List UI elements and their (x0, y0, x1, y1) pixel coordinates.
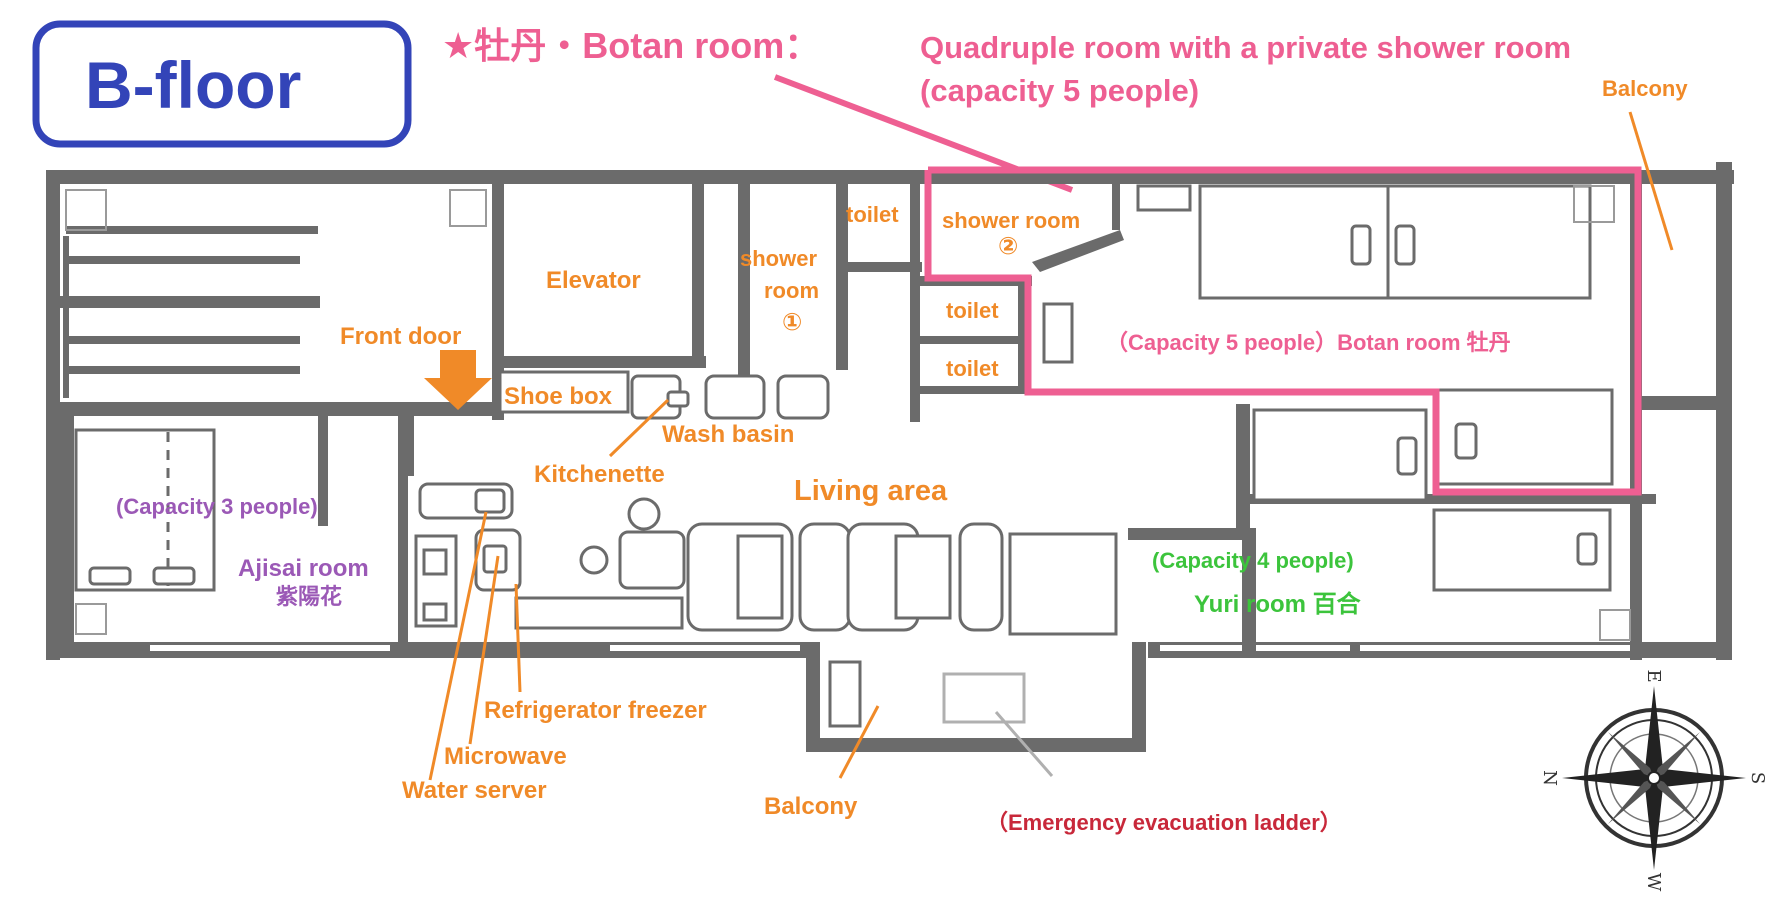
yuri-room-label: Yuri room 百合 (1194, 590, 1362, 618)
compass-top-letter: E (1643, 669, 1664, 682)
yuri-capacity-label: (Capacity 4 people) (1152, 548, 1354, 573)
evacuation-ladder-label: （Emergency evacuation ladder） (986, 810, 1342, 835)
ajisai-furniture (74, 428, 458, 635)
water-server-label: Water server (402, 777, 547, 804)
living-furniture (579, 497, 1118, 636)
ajisai-capacity-label: (Capacity 3 people) (116, 494, 318, 519)
compass-left-letter: N (1539, 770, 1560, 786)
shower-room1-label-b: room (764, 278, 819, 303)
shower-room2-number: ② (998, 233, 1018, 260)
kitchen-fixtures (418, 370, 830, 630)
bottom-balcony-fixtures (828, 660, 1026, 728)
compass-icon: E W N S (1539, 669, 1768, 891)
botan-furniture (1042, 184, 1615, 502)
shoe-box-label: Shoe box (504, 383, 613, 410)
ajisai-room-label: Ajisai room (238, 555, 369, 582)
front-door-arrow-icon (424, 350, 492, 410)
elevator-label: Elevator (546, 267, 641, 294)
botan-header-line2: Quadruple room with a private shower roo… (920, 30, 1571, 65)
shower-room1-number: ① (782, 309, 802, 336)
front-door-label: Front door (340, 323, 461, 350)
title-box: B-floor (32, 20, 412, 148)
microwave-label: Microwave (444, 743, 567, 770)
compass-right-letter: S (1747, 772, 1768, 784)
living-area-label: Living area (794, 475, 948, 507)
floor-title: B-floor (85, 48, 301, 122)
kitchenette-label: Kitchenette (534, 461, 665, 488)
outer-walls (46, 162, 1734, 752)
botan-room-outline (924, 166, 1642, 496)
refrigerator-label: Refrigerator freezer (484, 697, 707, 724)
shower-room2-label: shower room (942, 208, 1080, 233)
toilet-top-label: toilet (846, 202, 899, 227)
ajisai-kanji-label: 紫陽花 (276, 584, 342, 609)
botan-room-label: （Capacity 5 people）Botan room 牡丹 (1106, 330, 1511, 355)
wash-basin-label: Wash basin (662, 421, 794, 448)
botan-header-line3: (capacity 5 people) (920, 73, 1199, 108)
yuri-furniture (1432, 508, 1631, 641)
botan-header-line1: ★牡丹・Botan room： (442, 25, 820, 66)
shower-room1-label-a: shower (740, 246, 817, 271)
compass-bottom-letter: W (1643, 873, 1664, 892)
balcony-bottom-label: Balcony (764, 793, 858, 820)
staircase (63, 189, 487, 398)
toilet-mid-label: toilet (946, 298, 999, 323)
balcony-top-label: Balcony (1602, 76, 1688, 101)
toilet-low-label: toilet (946, 356, 999, 381)
leader-lines (428, 111, 1674, 781)
interior-walls (46, 170, 1716, 660)
